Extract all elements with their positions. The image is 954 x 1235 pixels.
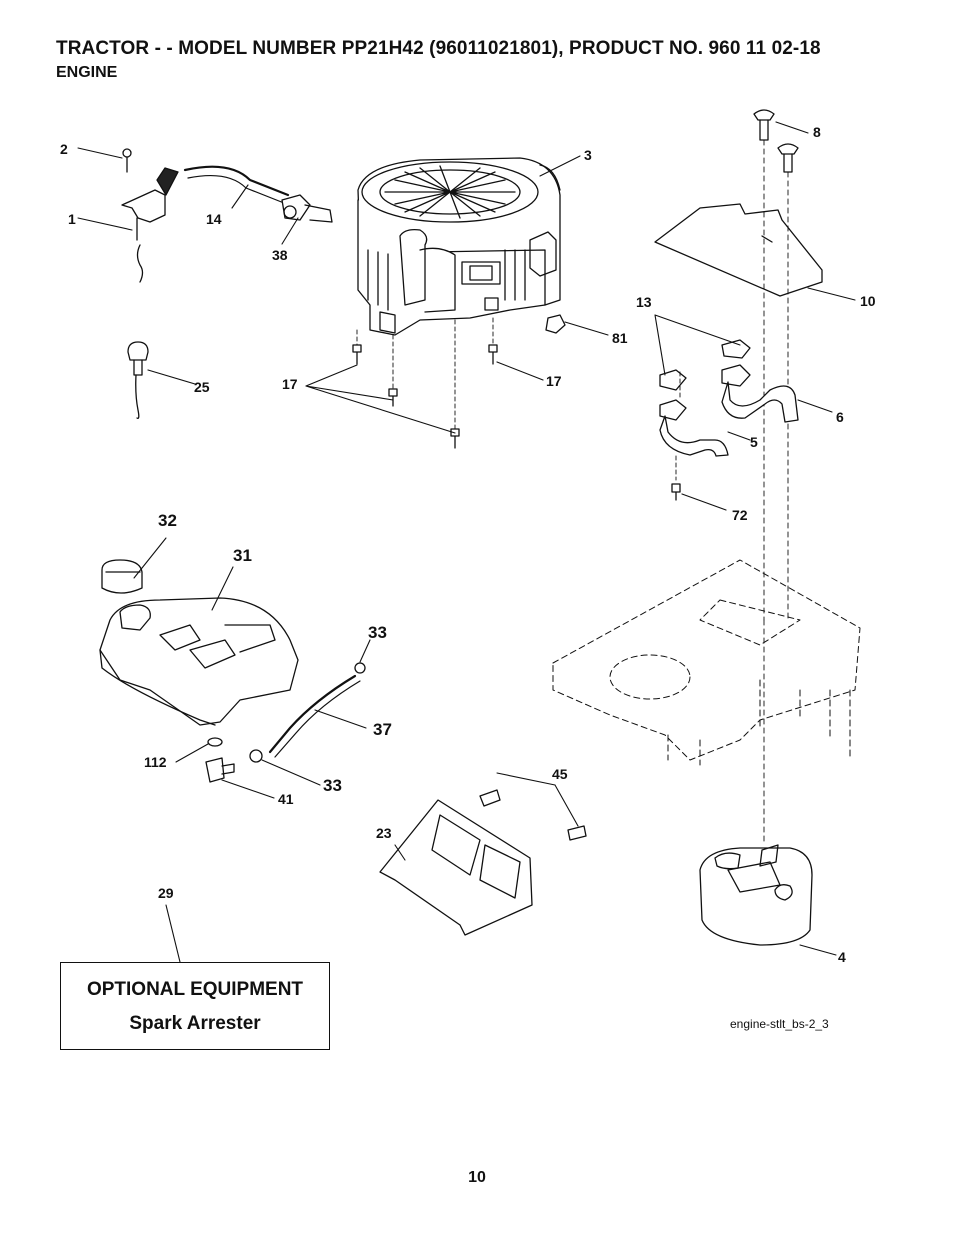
callout-8: 8 [813,124,821,140]
callout-81: 81 [612,330,628,346]
optional-equipment-heading: OPTIONAL EQUIPMENT [86,979,304,1000]
callout-6: 6 [836,409,844,425]
callout-3: 3 [584,147,592,163]
callout-37: 37 [373,720,392,739]
figure-reference: engine-stlt_bs-2_3 [730,1017,829,1031]
throttle-control-drawing [121,148,179,283]
page-number: 10 [468,1169,486,1186]
fuel-tank-drawing [99,559,299,726]
callout-23: 23 [376,825,392,841]
engine-drawing [357,157,561,336]
callout-25: 25 [194,379,210,395]
callout-1: 1 [68,211,76,227]
callout-31: 31 [233,546,252,565]
callout-17-left: 17 [282,376,298,392]
callout-33-top: 33 [368,623,387,642]
callout-29: 29 [158,885,174,901]
callout-14: 14 [206,211,222,227]
page-title: TRACTOR - - MODEL NUMBER PP21H42 (960110… [56,38,821,59]
callout-13: 13 [636,294,652,310]
callout-10: 10 [860,293,876,309]
section-subtitle: ENGINE [56,64,118,81]
muffler-drawing [699,619,813,946]
callout-32: 32 [158,511,177,530]
callout-33-bottom: 33 [323,776,342,795]
fuel-filter-drawing [281,194,333,223]
heat-shield-drawing [654,203,823,297]
callout-41: 41 [278,791,294,807]
dipstick-drawing [127,341,149,419]
optional-equipment-box: OPTIONAL EQUIPMENT Spark Arrester [60,962,330,1050]
callout-2: 2 [60,141,68,157]
bolts-8-drawing [753,109,799,621]
frame-drawing [552,559,861,766]
callout-17-right: 17 [546,373,562,389]
exhaust-pipes-drawing [659,339,799,501]
callout-5: 5 [750,434,758,450]
callout-4: 4 [838,949,846,965]
engine-bracket-drawing [379,789,587,936]
callout-112: 112 [144,754,167,770]
callout-38: 38 [272,247,288,263]
callout-72: 72 [732,507,748,523]
callout-45: 45 [552,766,568,782]
optional-equipment-item: Spark Arrester [129,1013,261,1034]
